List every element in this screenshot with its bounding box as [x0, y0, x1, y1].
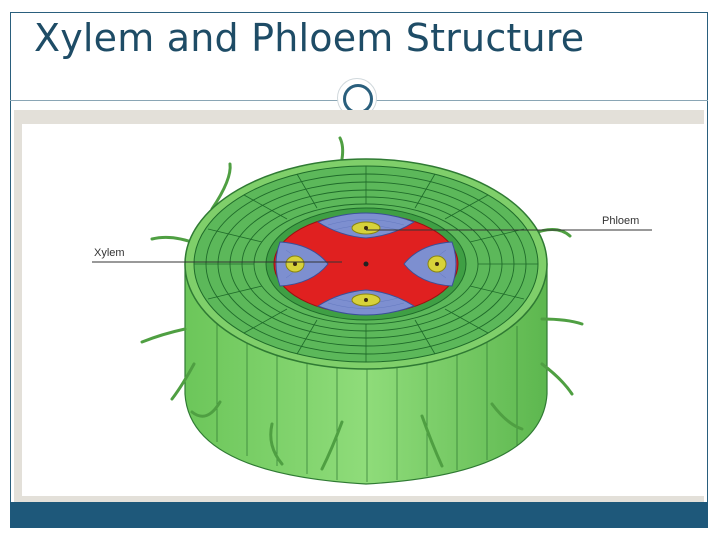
stele-center	[363, 261, 369, 267]
root-hairs	[140, 136, 584, 471]
cortex-radial-walls	[194, 166, 538, 362]
xylem-label: Xylem	[94, 247, 125, 259]
phloem-label: Phloem	[602, 215, 639, 227]
footer-bar	[10, 502, 708, 528]
page-title: Xylem and Phloem Structure	[34, 16, 585, 60]
xylem-core-dots	[293, 226, 439, 302]
root-cross-section-diagram: Phloem Xylem	[92, 136, 652, 485]
